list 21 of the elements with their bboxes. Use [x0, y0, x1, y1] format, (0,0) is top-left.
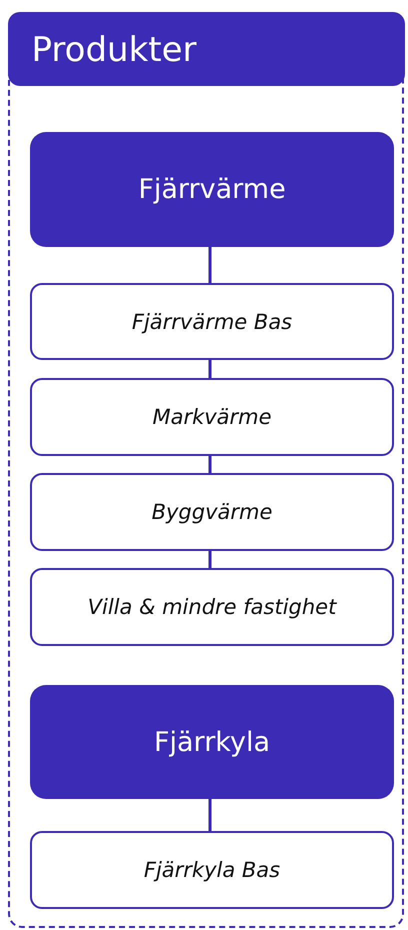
connector-line [208, 799, 212, 831]
product-box [30, 831, 394, 909]
product-box [30, 378, 394, 456]
product-label: Markvärme [152, 405, 272, 429]
product-box [30, 473, 394, 551]
category-label: Fjärrvärme [138, 174, 286, 205]
connector-line [208, 247, 212, 283]
category-box [30, 132, 394, 247]
connector-line [208, 456, 212, 473]
product-label: Byggvärme [152, 500, 272, 524]
product-box [30, 568, 394, 646]
dashed-group-frame [8, 12, 404, 928]
group-title: Produkter [8, 12, 404, 86]
category-box [30, 685, 394, 799]
product-box [30, 283, 394, 360]
connector-line [208, 360, 212, 378]
product-label: Fjärrvärme Bas [132, 310, 292, 334]
product-label: Villa & mindre fastighet [88, 595, 336, 619]
category-label: Fjärrkyla [154, 726, 270, 758]
product-label: Fjärrkyla Bas [144, 858, 280, 882]
connector-line [208, 551, 212, 568]
